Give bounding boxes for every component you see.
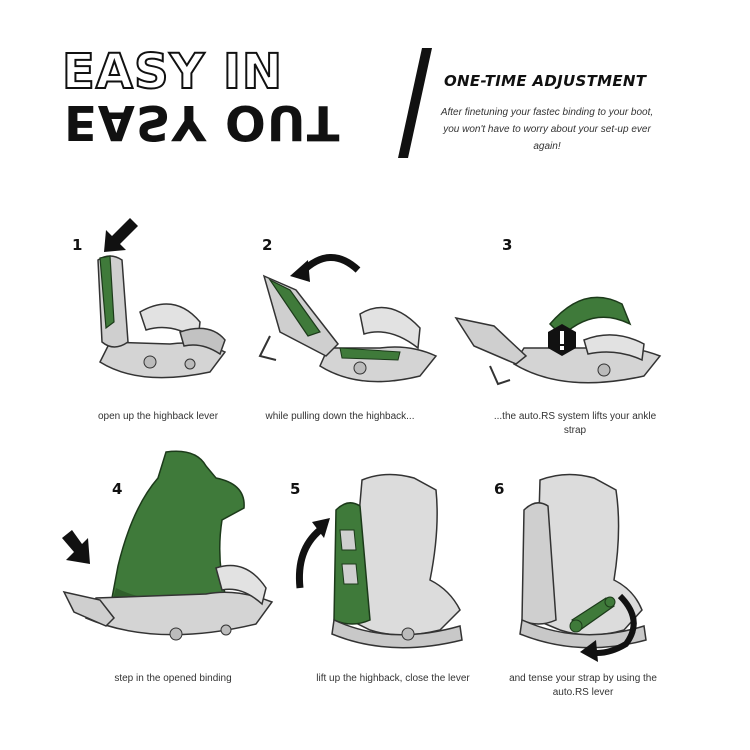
step-number-5: 5 [290,480,301,498]
description: After finetuning your fastec binding to … [440,107,654,152]
step-number-2: 2 [262,236,273,254]
step-number-4: 4 [112,480,123,498]
binding-illustration-3 [454,296,662,386]
step-number-6: 6 [494,480,505,498]
divider-slash [398,48,432,158]
curved-up-arrow-icon [295,518,330,589]
binding-illustration-4 [62,450,274,641]
warning-icon [548,324,576,356]
step-caption-5: lift up the highback, close the lever [316,673,470,684]
step-caption-1: open up the highback lever [97,411,219,422]
binding-illustration-1 [97,218,227,379]
step-number-3: 3 [502,236,513,254]
arrow-down-right-icon [104,218,138,252]
rotate-arrow-icon [290,254,361,282]
step-caption-4: step in the opened binding [114,673,232,684]
step-number-1: 1 [72,236,83,254]
binding-illustration-2 [258,254,438,383]
arrow-down-right-icon [62,530,90,564]
binding-illustration-6 [519,473,647,662]
title-easy-in: EASY IN [61,44,284,100]
curved-arrow-icon [580,593,637,662]
title-easy-out-mirrored: EASY OUT [64,94,341,150]
step-caption-2: while pulling down the highback... [265,411,415,422]
step-caption-3: ...the auto.RS system lifts your ankle s… [493,411,657,436]
subtitle: ONE-TIME ADJUSTMENT [444,72,647,90]
binding-illustration-5 [295,473,463,649]
step-caption-6: and tense your strap by using the auto.R… [509,673,657,698]
